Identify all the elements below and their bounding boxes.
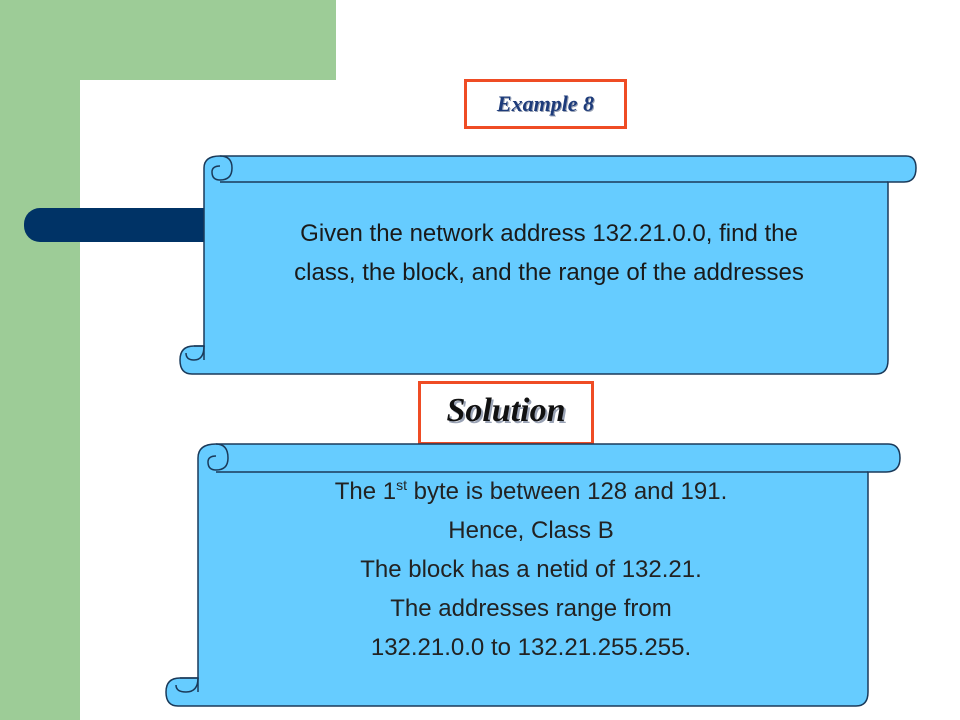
scroll-shape-icon <box>179 155 917 375</box>
problem-line-1: Given the network address 132.21.0.0, fi… <box>300 220 798 247</box>
example-title-box: Example 8 <box>464 79 627 129</box>
solution-line-1-suffix: byte is between 128 and 191. <box>407 478 728 505</box>
decorative-rounded-corner <box>80 80 140 140</box>
solution-text: The 1st byte is between 128 and 191. Hen… <box>206 472 856 667</box>
example-title: Example 8 <box>496 91 595 116</box>
scroll-shape-icon <box>165 443 901 707</box>
solution-line-3: The block has a netid of 132.21. <box>360 556 702 583</box>
decorative-navy-bar <box>24 208 224 242</box>
solution-title: Solution <box>446 392 566 429</box>
solution-scroll: The 1st byte is between 128 and 191. Hen… <box>162 442 904 708</box>
solution-line-1: The 1st byte is between 128 and 191. <box>206 472 856 511</box>
problem-scroll: Given the network address 132.21.0.0, fi… <box>176 154 918 376</box>
solution-line-2: Hence, Class B <box>448 517 614 544</box>
solution-line-5: 132.21.0.0 to 132.21.255.255. <box>370 634 692 661</box>
decorative-green-bar <box>0 0 80 720</box>
solution-line-1-superscript: st <box>396 477 407 493</box>
solution-line-4: The addresses range from <box>390 595 672 622</box>
problem-text: Given the network address 132.21.0.0, fi… <box>204 214 894 292</box>
solution-title-box: Solution <box>418 381 594 445</box>
solution-line-1-prefix: The 1 <box>334 478 397 505</box>
problem-line-2: class, the block, and the range of the a… <box>294 259 804 286</box>
decorative-green-top-block <box>80 0 336 80</box>
